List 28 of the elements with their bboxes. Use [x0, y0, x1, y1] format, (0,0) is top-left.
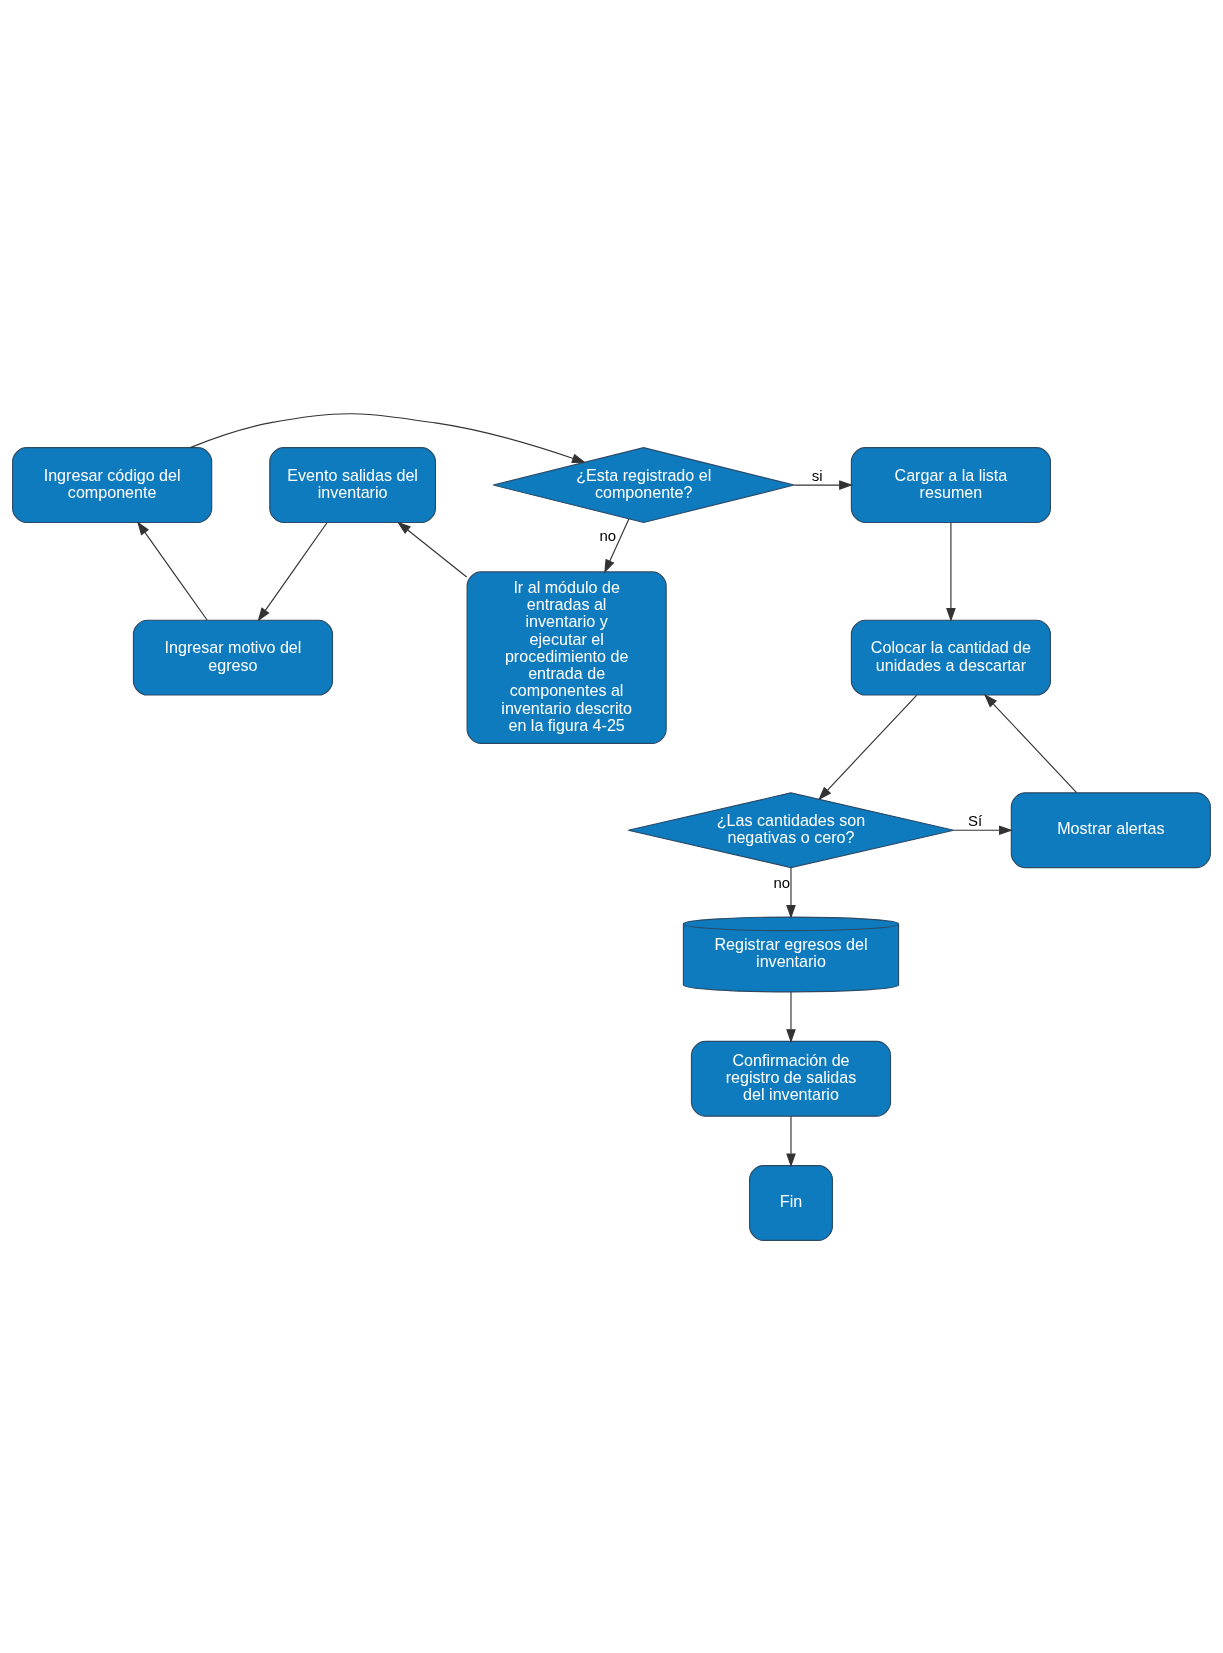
node-box: Ir al módulo de entradas al inventario y ejecutar el procedimiento de entrada de componentes al inventario descrito en la figura 4-25 — [466, 570, 667, 744]
arrow — [189, 412, 586, 463]
edge-label: si — [811, 466, 823, 484]
node-box: Evento salidas del inventario — [269, 446, 437, 523]
node-box: Ingresar motivo del egreso — [132, 619, 334, 696]
arrow — [786, 990, 796, 1043]
node-diamond: ¿Esta registrado el componente? — [492, 446, 795, 523]
arrow — [793, 479, 853, 490]
edge-label: no — [599, 526, 617, 544]
arrow — [604, 517, 630, 573]
edge-label: no — [773, 873, 791, 891]
arrow — [397, 521, 468, 578]
node-diamond: ¿Las cantidades son negativas o cero? — [627, 791, 955, 868]
arrow — [786, 1115, 796, 1167]
arrow — [818, 694, 918, 800]
arrow — [137, 520, 208, 621]
node-box: Ingresar código del componente — [12, 446, 213, 523]
edge-label: Sí — [968, 811, 983, 829]
node-box: Colocar la cantidad de unidades a descartar — [850, 619, 1051, 696]
node-box: Confirmación de registro de salidas del inventario — [690, 1040, 892, 1117]
arrow — [984, 693, 1078, 793]
arrow — [946, 521, 956, 622]
node-box: Cargar a la lista resumen — [850, 446, 1051, 523]
node-box: Fin — [749, 1164, 833, 1241]
arrow — [786, 866, 796, 919]
arrow — [953, 824, 1013, 835]
node-box: Mostrar alertas — [1010, 791, 1211, 868]
arrow — [257, 521, 328, 621]
